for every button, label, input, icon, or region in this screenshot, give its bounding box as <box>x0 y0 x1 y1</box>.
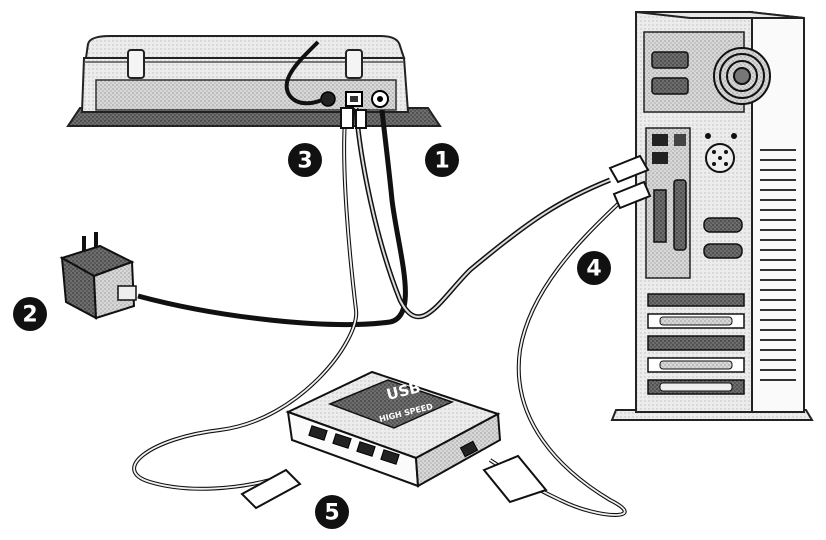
callout-5-label: 5 <box>324 501 339 526</box>
callout-4-label: 4 <box>586 257 601 282</box>
hub-plugs <box>240 454 548 510</box>
scanner-plugs <box>340 107 367 129</box>
scanner <box>66 35 442 127</box>
pc-usb-plugs <box>608 154 652 210</box>
callout-1-label: 1 <box>434 149 449 174</box>
callout-4: 4 <box>577 251 611 285</box>
pc-tower <box>608 10 814 421</box>
power-adapter <box>59 232 137 320</box>
callout-3-label: 3 <box>297 149 312 174</box>
callout-1: 1 <box>425 143 459 177</box>
callout-2-label: 2 <box>22 303 37 328</box>
usb-hub: USB HIGH SPEED <box>285 370 502 488</box>
callout-3: 3 <box>288 143 322 177</box>
cables <box>132 107 627 517</box>
callout-5: 5 <box>315 495 349 529</box>
power-cable <box>137 109 408 327</box>
scanner-lamp-port <box>320 91 336 107</box>
callout-2: 2 <box>13 297 47 331</box>
